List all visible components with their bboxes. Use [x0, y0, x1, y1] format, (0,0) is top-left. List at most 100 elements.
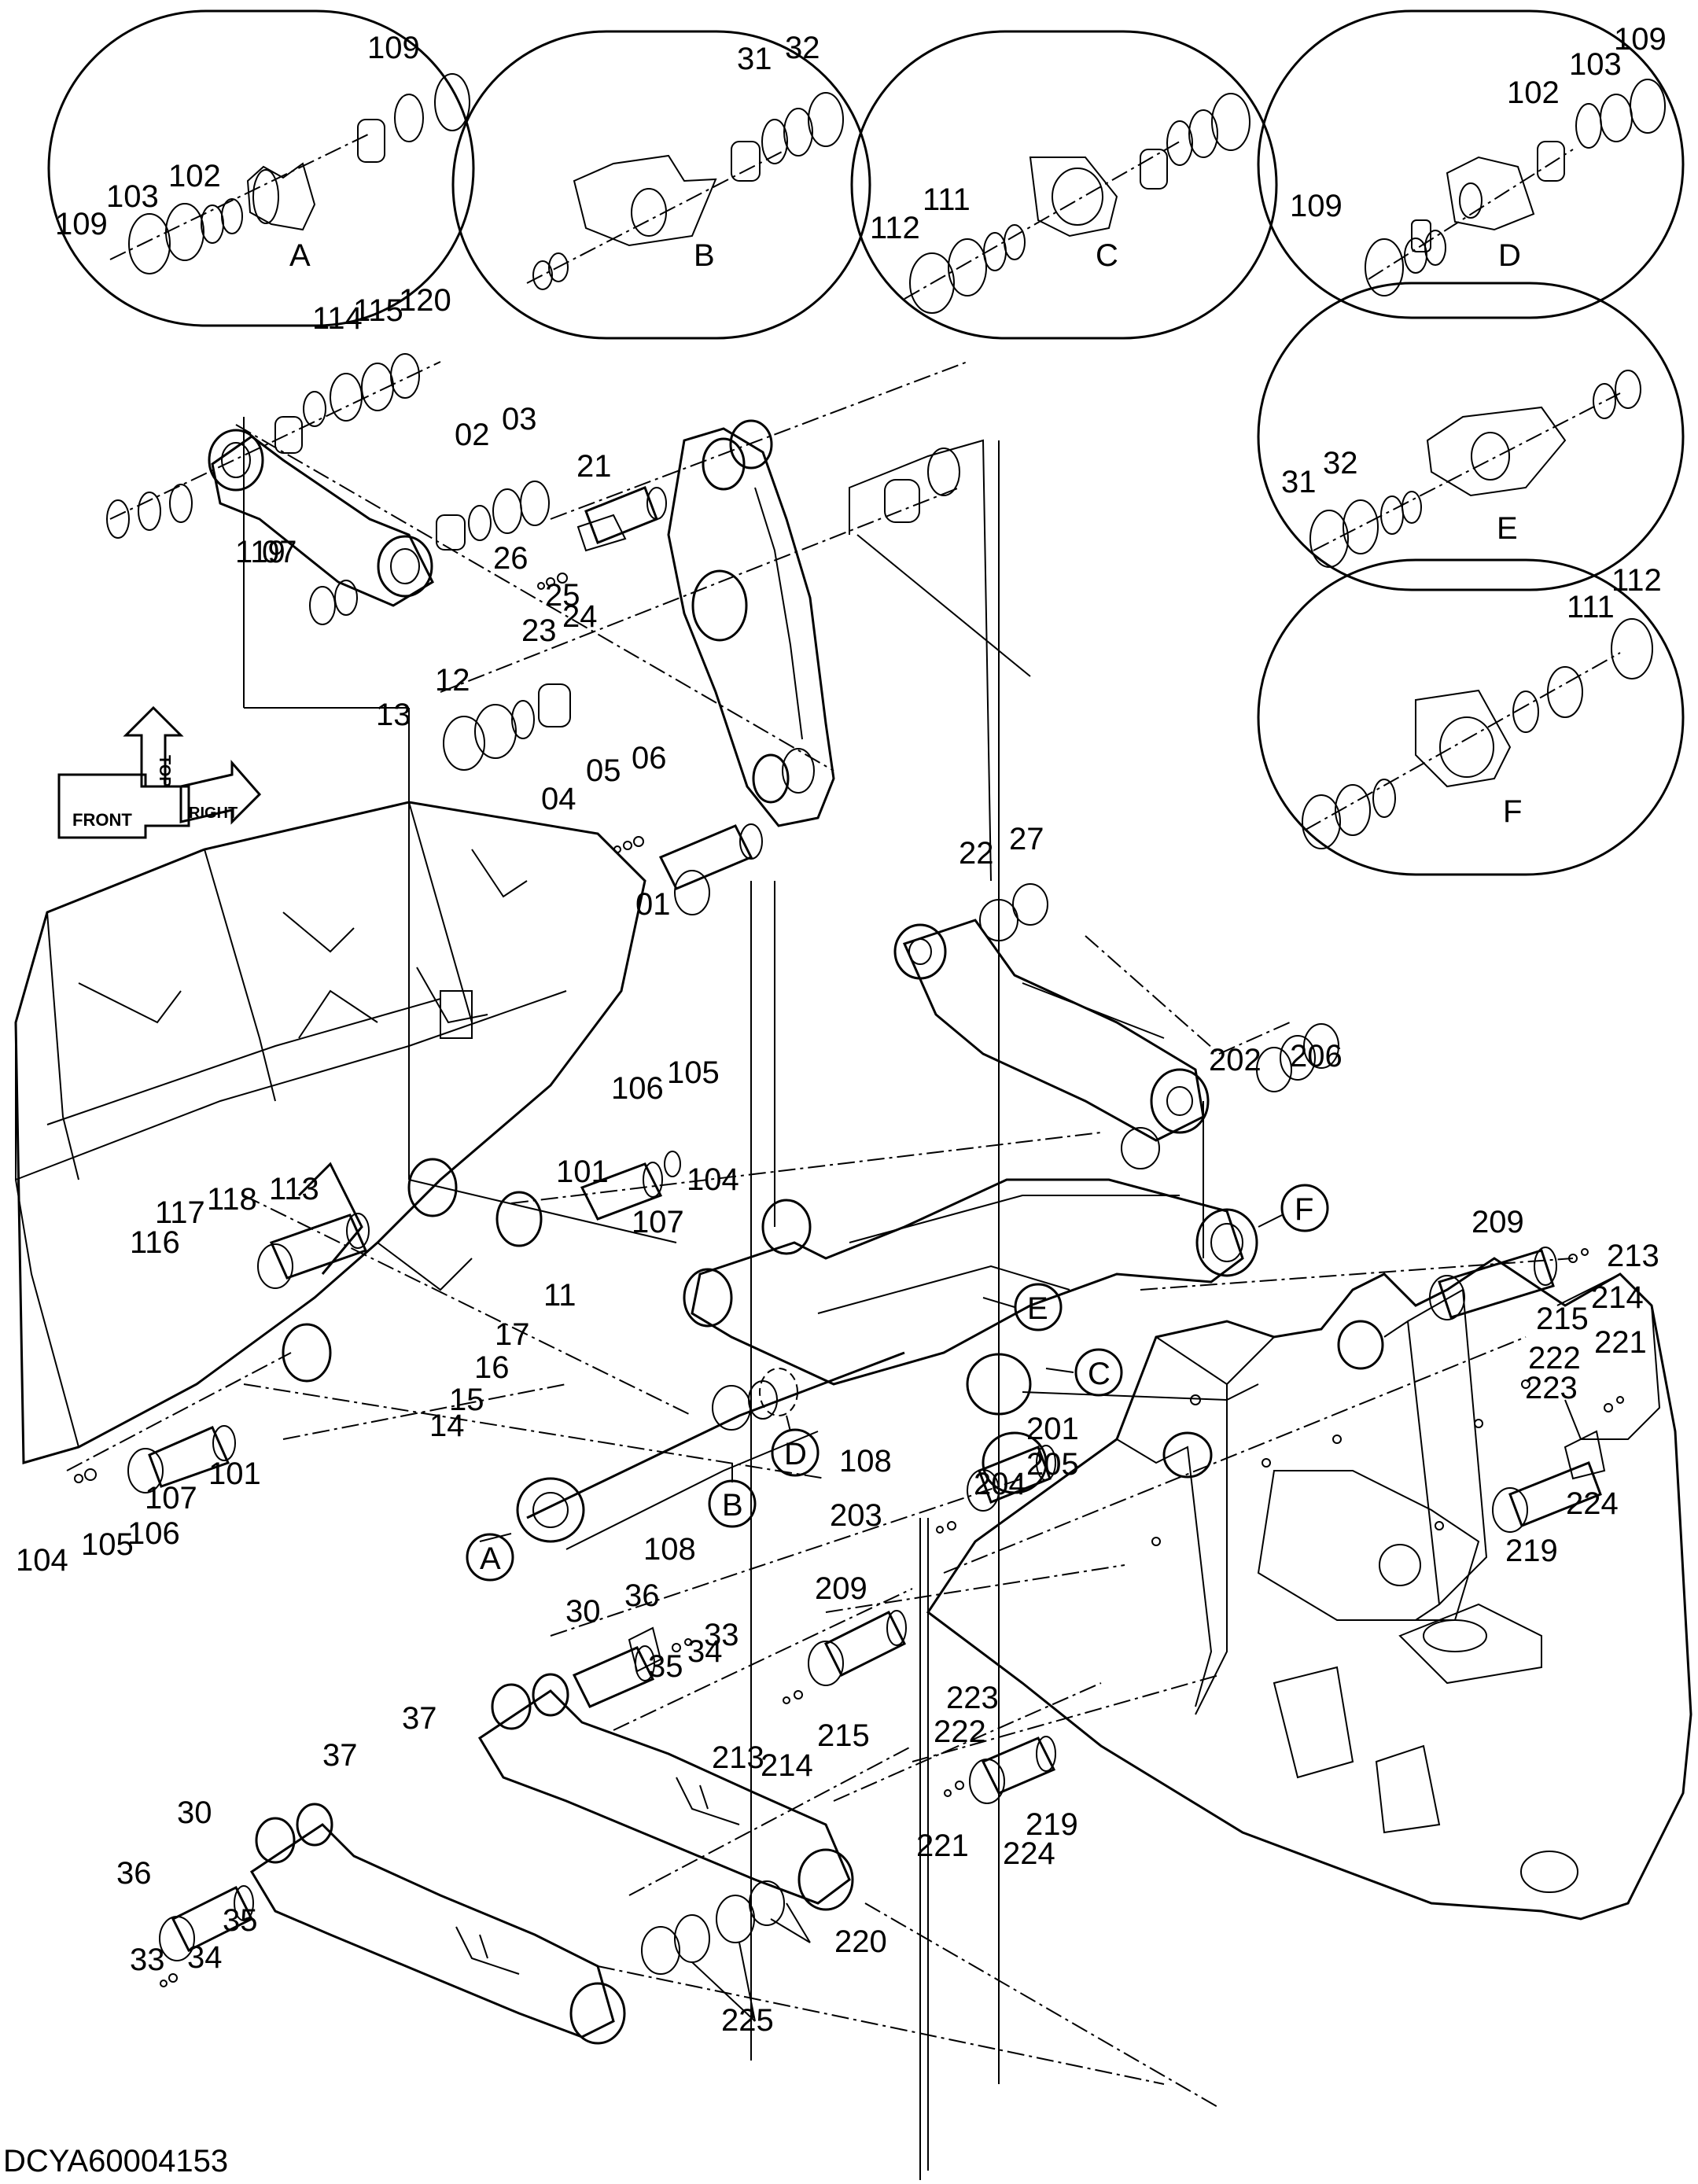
callout: 221	[916, 1829, 969, 1863]
detail-bubble-d	[1257, 9, 1685, 319]
callout: 13	[376, 698, 411, 732]
pin-113	[257, 1213, 370, 1289]
callout: 35	[223, 1903, 258, 1938]
callout: 33	[130, 1943, 165, 1977]
callout: 119	[235, 535, 285, 569]
callout: 201	[1026, 1412, 1079, 1446]
callout: 07	[262, 535, 297, 569]
bushing-right	[884, 447, 960, 523]
lift-cylinder-upper	[477, 1673, 854, 1911]
callout: 108	[643, 1532, 696, 1567]
callout: 36	[624, 1578, 660, 1613]
callout: 109	[367, 31, 420, 65]
section-marker-d: D	[771, 1415, 820, 1477]
lift-cylinder-lower	[249, 1803, 626, 2045]
callout: 103	[106, 179, 159, 214]
callout: 102	[1507, 76, 1560, 110]
callout: 101	[556, 1155, 609, 1189]
callout: 17	[495, 1317, 530, 1352]
callout: 113	[269, 1172, 319, 1206]
callout: 34	[687, 1634, 723, 1669]
callout: 215	[817, 1718, 870, 1753]
callout: 109	[55, 207, 108, 241]
callout: 209	[1471, 1205, 1524, 1239]
section-marker-a: A	[466, 1533, 514, 1582]
callout: 34	[187, 1940, 223, 1975]
callout: 104	[687, 1162, 739, 1197]
callout: 30	[177, 1795, 212, 1830]
callout: 115	[353, 293, 403, 328]
callout: 224	[1003, 1836, 1055, 1871]
callout: 101	[208, 1457, 261, 1491]
section-marker-c: C	[1045, 1348, 1123, 1397]
callout: 222	[1528, 1341, 1581, 1376]
callout: 219	[1505, 1534, 1558, 1568]
callout: 16	[474, 1350, 510, 1385]
vertical-leaders	[243, 417, 1204, 2180]
callout: 104	[16, 1543, 68, 1578]
detail-bubble-e	[1257, 282, 1685, 591]
section-marker-f: F	[1258, 1184, 1329, 1232]
callout: 23	[521, 613, 557, 648]
callout: 15	[449, 1383, 484, 1417]
callout: 22	[959, 836, 994, 871]
detail-e-letter: E	[1497, 511, 1518, 546]
callout: 220	[834, 1924, 887, 1959]
pin-30-lower	[159, 1885, 254, 1987]
callout: 111	[1567, 590, 1615, 624]
orientation-arrows: FRONT TOP RIGHT	[57, 705, 262, 839]
callout: 224	[1566, 1486, 1619, 1521]
callout: 213	[1607, 1239, 1659, 1273]
callout: 36	[116, 1856, 152, 1891]
right-arrow-label: RIGHT	[189, 805, 238, 822]
callout: 222	[934, 1714, 986, 1749]
callout: 21	[576, 449, 612, 484]
callout: 107	[145, 1481, 197, 1516]
callout: 225	[721, 2003, 774, 2038]
callout: 14	[429, 1409, 465, 1443]
callout: 202	[1209, 1043, 1262, 1077]
detail-callouts: 109 103 102 109 31 32 112 111 109 103 10…	[55, 22, 1667, 624]
callout: 206	[1290, 1039, 1343, 1074]
callout: 25	[545, 578, 580, 613]
callout: 117	[155, 1195, 205, 1230]
callout: 219	[1026, 1807, 1078, 1842]
pin-209-lower	[783, 1610, 907, 1704]
callout: 106	[611, 1071, 664, 1106]
callout: 215	[1536, 1302, 1589, 1336]
marker-letter: F	[1295, 1192, 1313, 1227]
pin-209-upper	[1429, 1247, 1589, 1320]
callout: 112	[1611, 563, 1662, 598]
marker-letter: A	[480, 1541, 501, 1576]
callout: 27	[1009, 822, 1044, 856]
callout: 37	[322, 1738, 358, 1773]
pin-201	[936, 1445, 1056, 1534]
detail-bubble-a	[47, 9, 475, 327]
callout: 33	[704, 1618, 739, 1652]
callout: 02	[455, 418, 490, 452]
callout: 209	[815, 1571, 867, 1606]
callout: 32	[1323, 446, 1358, 481]
callout: 205	[1026, 1447, 1079, 1482]
callout: 109	[1290, 189, 1343, 223]
callout: 203	[830, 1498, 882, 1533]
callout: 26	[493, 541, 529, 576]
upper-link	[106, 353, 550, 625]
section-markers: A B C D E F	[466, 1184, 1329, 1582]
callout: 37	[402, 1701, 437, 1736]
callout: 106	[127, 1516, 180, 1551]
callout: 31	[737, 42, 772, 76]
section-marker-e: E	[982, 1283, 1063, 1331]
callout: 102	[168, 159, 221, 193]
callout: 214	[1591, 1280, 1644, 1315]
detail-bubble-b	[451, 30, 871, 340]
callout: 24	[562, 599, 598, 634]
bushing-13-12	[443, 683, 571, 771]
pin-101-lower	[74, 1425, 236, 1493]
pin-21	[537, 486, 667, 590]
detail-b-letter: B	[694, 238, 715, 273]
pin-01	[613, 823, 763, 915]
